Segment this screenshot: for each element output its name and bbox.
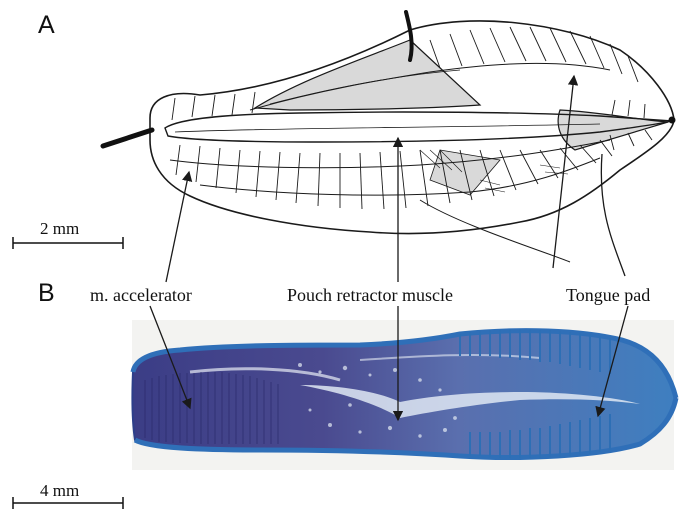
scale-bar-b: 4 mm — [13, 481, 123, 509]
label-retractor: Pouch retractor muscle — [287, 285, 453, 305]
scale-label-a: 2 mm — [40, 219, 79, 238]
scale-bar-a: 2 mm — [13, 219, 123, 249]
histology-section — [132, 320, 676, 470]
panel-b-letter: B — [38, 279, 55, 307]
scale-label-b: 4 mm — [40, 481, 79, 500]
panel-a-letter: A — [38, 11, 55, 39]
left-pin — [103, 130, 152, 146]
label-tongue-pad: Tongue pad — [566, 285, 650, 305]
arrow-tongue-pad-curve — [601, 154, 625, 276]
tip-dot — [669, 117, 676, 124]
arrow-tongue-pad-up — [553, 76, 574, 268]
label-accelerator: m. accelerator — [90, 285, 192, 305]
